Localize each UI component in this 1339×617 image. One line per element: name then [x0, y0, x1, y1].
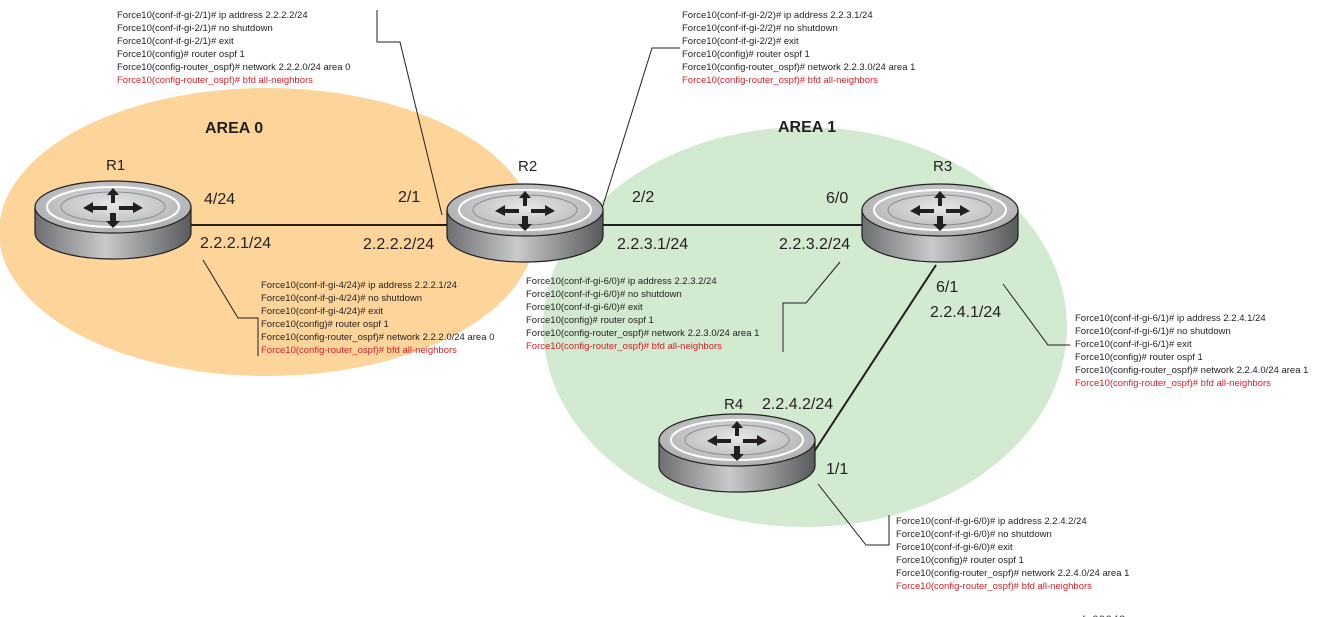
- config-r3-gi61: Force10(conf-if-gi-6/1)# ip address 2.2.…: [1075, 313, 1308, 389]
- r4-port-label: 1/1: [826, 461, 848, 478]
- config-line: Force10(conf-if-gi-2/2)# ip address 2.2.…: [682, 10, 873, 21]
- r1-port-label: 4/24: [204, 191, 235, 208]
- config-line-bfd: Force10(config-router_ospf)# bfd all-nei…: [682, 75, 878, 86]
- router-icon: [861, 183, 1019, 263]
- config-line: Force10(config)# router ospf 1: [896, 555, 1024, 566]
- router-r1: [34, 180, 192, 260]
- router-icon: [658, 413, 816, 493]
- config-line: Force10(conf-if-gi-6/1)# ip address 2.2.…: [1075, 313, 1266, 324]
- router-r4: [658, 413, 816, 493]
- router-r2-label: R2: [518, 158, 537, 175]
- config-line: Force10(config-router_ospf)# network 2.2…: [526, 328, 759, 339]
- area-1-label: AREA 1: [778, 119, 836, 136]
- router-r2: [446, 183, 604, 263]
- config-line: Force10(conf-if-gi-4/24)# no shutdown: [261, 293, 422, 304]
- router-r3: [861, 183, 1019, 263]
- config-line: Force10(config-router_ospf)# network 2.2…: [261, 332, 494, 343]
- config-line: Force10(config)# router ospf 1: [117, 49, 245, 60]
- r2-port-b-label: 2/2: [632, 189, 654, 206]
- leader-r4-gi60: [817, 483, 890, 546]
- config-line: Force10(config-router_ospf)# network 2.2…: [1075, 365, 1308, 376]
- config-r3-gi60: Force10(conf-if-gi-6/0)# ip address 2.2.…: [526, 276, 759, 352]
- r2-port-a-label: 2/1: [398, 189, 420, 206]
- config-line-bfd: Force10(config-router_ospf)# bfd all-nei…: [526, 341, 722, 352]
- config-line: Force10(conf-if-gi-6/1)# exit: [1075, 339, 1192, 350]
- router-r1-label: R1: [106, 157, 125, 174]
- r1-ip-label: 2.2.2.1/24: [200, 235, 271, 252]
- leader-r1-gi424: [202, 259, 259, 356]
- r2-ip-a-label: 2.2.2.2/24: [363, 236, 434, 253]
- config-line: Force10(config-router_ospf)# network 2.2…: [117, 62, 350, 73]
- config-line: Force10(conf-if-gi-6/0)# ip address 2.2.…: [896, 516, 1087, 527]
- router-r3-label: R3: [933, 158, 952, 175]
- config-line: Force10(config-router_ospf)# network 2.2…: [896, 568, 1129, 579]
- config-line: Force10(conf-if-gi-2/2)# exit: [682, 36, 799, 47]
- figure-id: fn00042: [1082, 613, 1126, 617]
- config-line: Force10(conf-if-gi-2/1)# no shutdown: [117, 23, 273, 34]
- config-line: Force10(conf-if-gi-4/24)# ip address 2.2…: [261, 280, 457, 291]
- config-line: Force10(config)# router ospf 1: [682, 49, 810, 60]
- r3-ip-b-label: 2.2.4.1/24: [930, 304, 1001, 321]
- router-icon: [446, 183, 604, 263]
- config-line-bfd: Force10(config-router_ospf)# bfd all-nei…: [896, 581, 1092, 592]
- config-line: Force10(config)# router ospf 1: [526, 315, 654, 326]
- config-line: Force10(conf-if-gi-4/24)# exit: [261, 306, 383, 317]
- r3-ip-a-label: 2.2.3.2/24: [779, 236, 850, 253]
- leader-r3-gi61: [1002, 283, 1070, 346]
- config-line: Force10(conf-if-gi-6/0)# exit: [896, 542, 1013, 553]
- leader-r2-gi22: [599, 47, 680, 216]
- config-line: Force10(config)# router ospf 1: [1075, 352, 1203, 363]
- config-r2-gi22: Force10(conf-if-gi-2/2)# ip address 2.2.…: [682, 10, 915, 86]
- leader-r2-gi21: [376, 10, 443, 216]
- config-line-bfd: Force10(config-router_ospf)# bfd all-nei…: [1075, 378, 1271, 389]
- router-icon: [34, 180, 192, 260]
- config-line: Force10(conf-if-gi-6/0)# ip address 2.2.…: [526, 276, 717, 287]
- config-r1-gi424: Force10(conf-if-gi-4/24)# ip address 2.2…: [261, 280, 494, 356]
- area-0-region: [0, 88, 535, 376]
- config-r4-gi60: Force10(conf-if-gi-6/0)# ip address 2.2.…: [896, 516, 1129, 592]
- leader-r3-gi60: [782, 261, 841, 352]
- config-line-bfd: Force10(config-router_ospf)# bfd all-nei…: [261, 345, 457, 356]
- config-line: Force10(conf-if-gi-6/0)# no shutdown: [526, 289, 682, 300]
- config-line: Force10(conf-if-gi-2/1)# exit: [117, 36, 234, 47]
- config-line: Force10(conf-if-gi-2/2)# no shutdown: [682, 23, 838, 34]
- config-line: Force10(config)# router ospf 1: [261, 319, 389, 330]
- config-line: Force10(conf-if-gi-6/1)# no shutdown: [1075, 326, 1231, 337]
- link-r3-r4: [809, 264, 937, 459]
- r3-port-b-label: 6/1: [936, 279, 958, 296]
- config-line: Force10(conf-if-gi-2/1)# ip address 2.2.…: [117, 10, 308, 21]
- area-0-label: AREA 0: [205, 120, 263, 137]
- router-r4-label: R4: [724, 396, 743, 413]
- r2-ip-b-label: 2.2.3.1/24: [617, 236, 688, 253]
- config-line: Force10(config-router_ospf)# network 2.2…: [682, 62, 915, 73]
- config-r2-gi21: Force10(conf-if-gi-2/1)# ip address 2.2.…: [117, 10, 350, 86]
- r3-port-a-label: 6/0: [826, 190, 848, 207]
- config-line-bfd: Force10(config-router_ospf)# bfd all-nei…: [117, 75, 313, 86]
- config-line: Force10(conf-if-gi-6/0)# no shutdown: [896, 529, 1052, 540]
- config-line: Force10(conf-if-gi-6/0)# exit: [526, 302, 643, 313]
- r4-ip-label: 2.2.4.2/24: [762, 396, 833, 413]
